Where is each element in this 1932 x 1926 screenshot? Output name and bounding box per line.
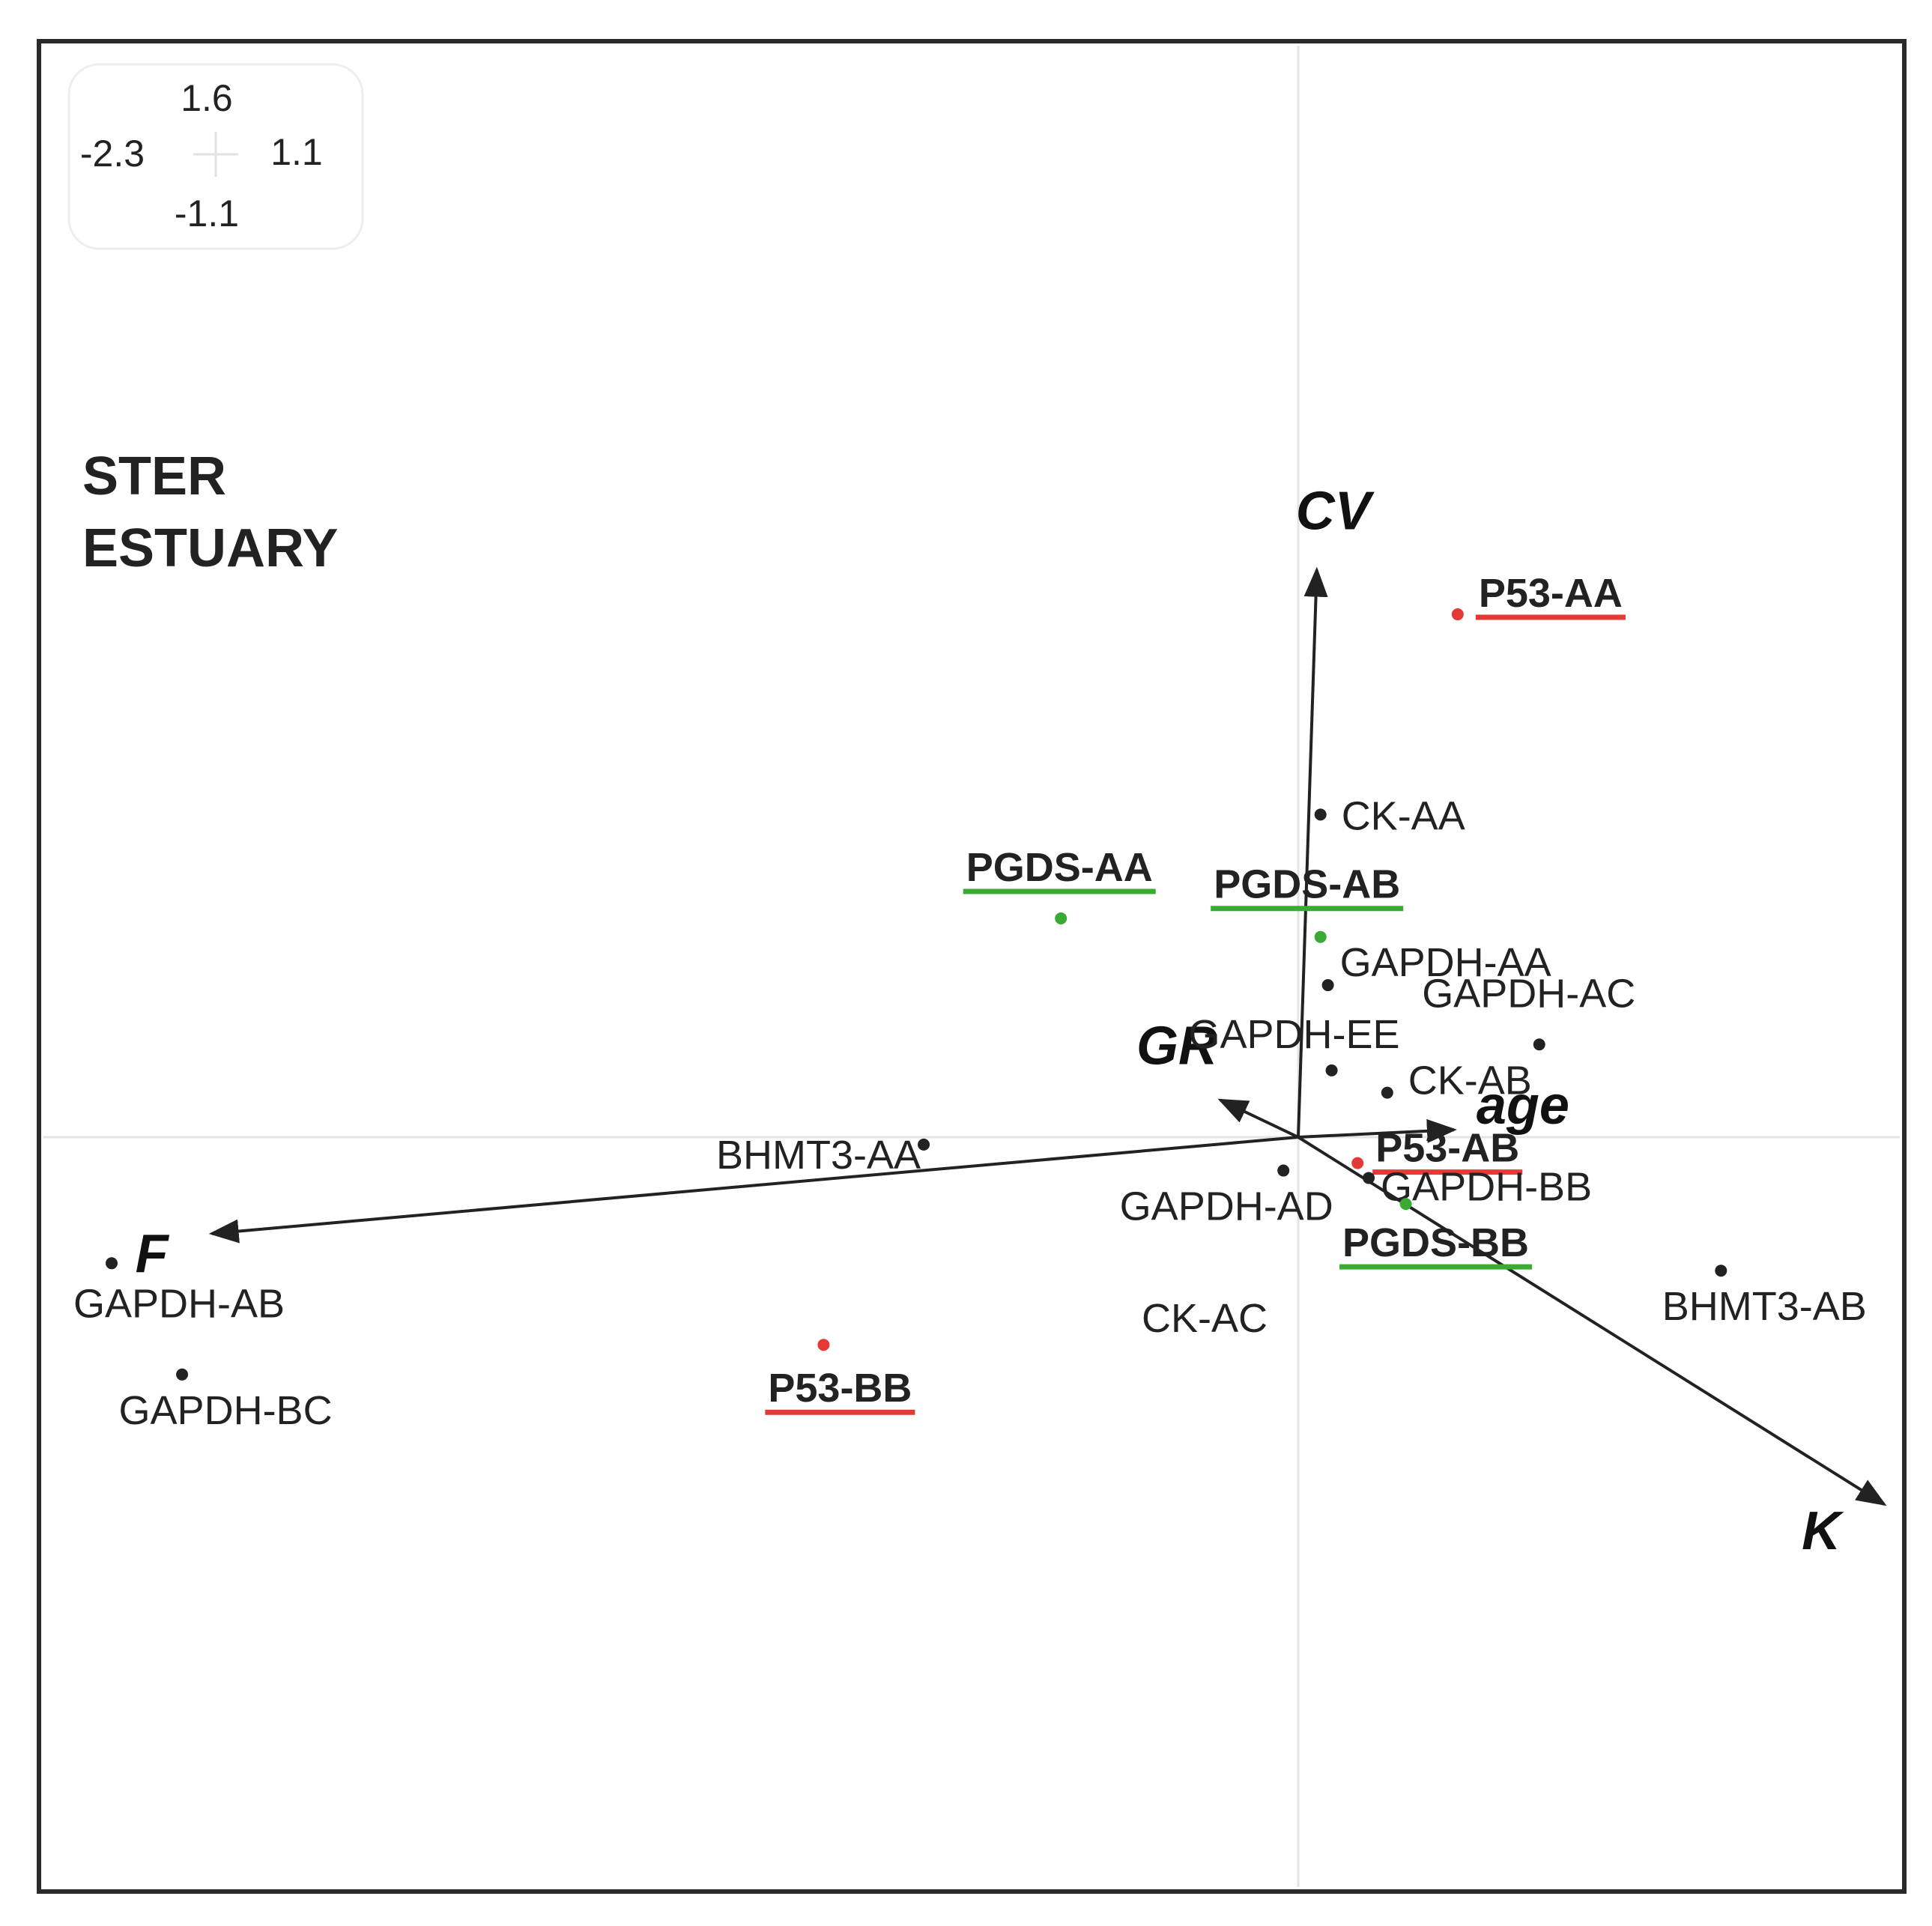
point-gapdh-ee <box>1325 1064 1338 1076</box>
point-ck-ab <box>1381 1086 1393 1099</box>
point-label-pgds-bb: PGDS-BB <box>1342 1220 1529 1265</box>
scale-top-value: 1.6 <box>181 77 233 119</box>
vector-label-f: F <box>136 1225 170 1285</box>
point-pgds-ab <box>1314 930 1327 943</box>
point-gapdh-bb <box>1363 1172 1375 1184</box>
point-label-pgds-aa: PGDS-AA <box>966 845 1153 890</box>
vector-label-gr: GR <box>1136 1017 1217 1076</box>
vector-label-age: age <box>1477 1076 1569 1136</box>
point-label-ck-aa: CK-AA <box>1342 793 1465 838</box>
point-label-bhmt3-ab: BHMT3-AB <box>1662 1284 1867 1329</box>
point-p53-bb <box>817 1339 830 1351</box>
point-gapdh-bc <box>176 1368 189 1381</box>
point-p53-ab <box>1351 1157 1364 1169</box>
point-gapdh-aa <box>1321 979 1334 992</box>
point-label-p53-aa: P53-AA <box>1479 571 1623 616</box>
point-label-ck-ab: CK-AB <box>1408 1059 1532 1103</box>
point-gapdh-ab <box>106 1257 118 1270</box>
point-ck-aa <box>1314 808 1327 821</box>
point-p53-aa <box>1451 608 1464 621</box>
site-label-line-2: ESTUARY <box>82 518 338 578</box>
vector-label-cv: CV <box>1296 482 1375 542</box>
point-label-gapdh-ac: GAPDH-AC <box>1422 971 1635 1016</box>
plot-frame <box>37 39 1907 1894</box>
point-label-gapdh-aa: GAPDH-AA <box>1340 940 1551 985</box>
vector-age <box>1297 1118 1457 1143</box>
vector-label-k: K <box>1802 1501 1844 1561</box>
point-label-p53-bb: P53-BB <box>768 1366 912 1411</box>
point-label-gapdh-ee: GAPDH-EE <box>1189 1012 1400 1057</box>
point-label-gapdh-bc: GAPDH-BC <box>119 1388 333 1433</box>
vector-f <box>208 1136 1299 1244</box>
point-gapdh-ac <box>1533 1038 1545 1051</box>
vector-cv <box>1297 566 1328 1138</box>
point-label-gapdh-ab: GAPDH-AB <box>73 1281 285 1326</box>
scale-bottom-value: -1.1 <box>175 193 239 234</box>
point-label-p53-ab: P53-AB <box>1375 1126 1519 1171</box>
point-bhmt3-aa <box>918 1138 930 1151</box>
point-gapdh-ad <box>1277 1164 1290 1177</box>
scale-box: 1.6 -2.3 1.1 -1.1 <box>67 63 364 250</box>
point-label-bhmt3-aa: BHMT3-AA <box>716 1133 921 1178</box>
vector-k <box>1297 1136 1887 1506</box>
point-pgds-aa <box>1055 912 1068 924</box>
site-label-line-1: STER <box>82 446 226 506</box>
point-label-gapdh-bb: GAPDH-BB <box>1381 1164 1592 1209</box>
point-label-pgds-ab: PGDS-AB <box>1214 862 1400 907</box>
scale-left-value: -2.3 <box>80 133 145 175</box>
point-label-gapdh-ad: GAPDH-AD <box>1120 1184 1333 1229</box>
point-label-ck-ac: CK-AC <box>1142 1296 1268 1341</box>
point-bhmt3-ab <box>1715 1265 1727 1277</box>
point-pgds-bb <box>1399 1198 1412 1211</box>
scale-right-value: 1.1 <box>270 131 323 173</box>
vector-gr <box>1217 1098 1299 1139</box>
